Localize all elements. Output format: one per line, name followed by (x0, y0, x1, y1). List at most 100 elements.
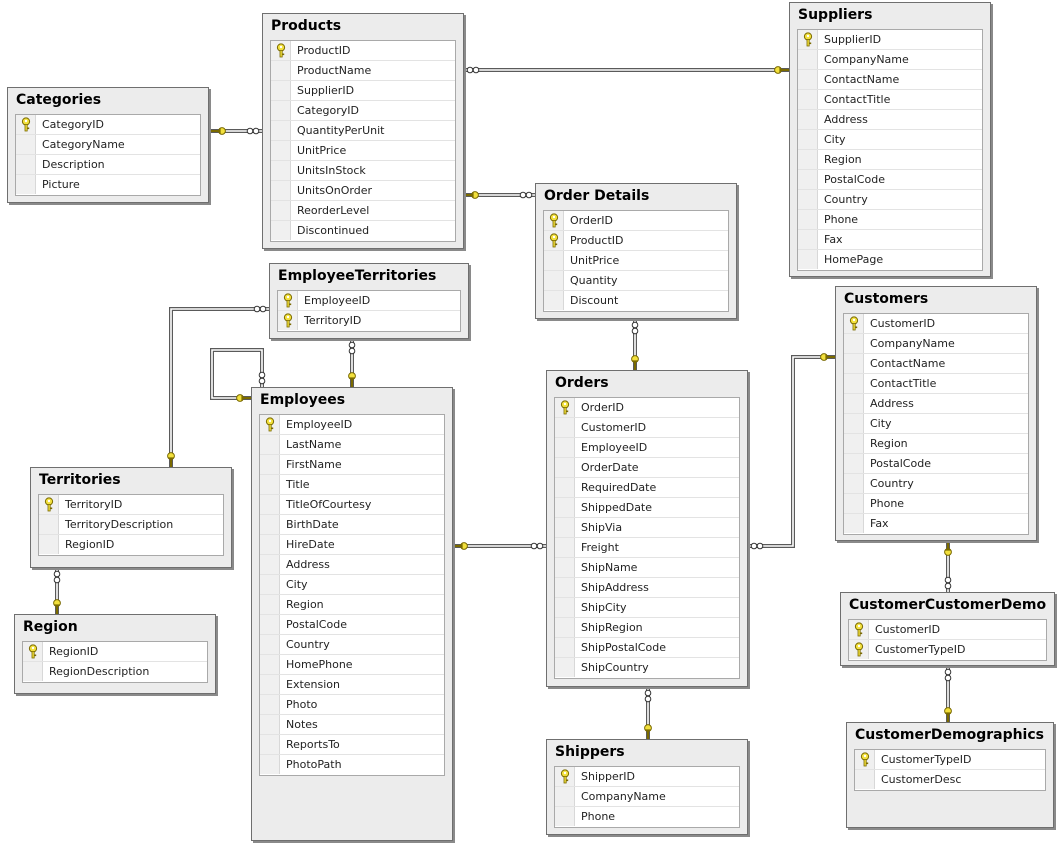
column-row[interactable]: Phone (798, 210, 982, 230)
column-row[interactable]: Freight (555, 538, 739, 558)
column-row[interactable]: TerritoryID (39, 495, 223, 515)
row-selector[interactable] (555, 478, 575, 497)
column-row[interactable]: Extension (260, 675, 444, 695)
row-selector[interactable] (844, 494, 864, 513)
column-row[interactable]: ContactTitle (844, 374, 1028, 394)
column-row[interactable]: SupplierID (798, 30, 982, 50)
column-row[interactable]: CompanyName (844, 334, 1028, 354)
row-selector[interactable] (555, 638, 575, 657)
row-selector[interactable] (278, 291, 298, 310)
column-row[interactable]: ReorderLevel (271, 201, 455, 221)
row-selector[interactable] (271, 141, 291, 160)
row-selector[interactable] (849, 620, 869, 639)
column-row[interactable]: CategoryID (16, 115, 200, 135)
row-selector[interactable] (555, 518, 575, 537)
column-row[interactable]: SupplierID (271, 81, 455, 101)
column-row[interactable]: Phone (844, 494, 1028, 514)
column-row[interactable]: Address (798, 110, 982, 130)
row-selector[interactable] (555, 618, 575, 637)
row-selector[interactable] (544, 231, 564, 250)
column-row[interactable]: ProductID (544, 231, 728, 251)
column-row[interactable]: OrderID (555, 398, 739, 418)
relationship-customers-to-customer-customer-demo[interactable] (944, 541, 952, 592)
column-row[interactable]: City (260, 575, 444, 595)
column-row[interactable]: CustomerTypeID (849, 640, 1046, 660)
column-row[interactable]: CustomerID (555, 418, 739, 438)
relationship-territories-to-employee-territories[interactable] (167, 305, 269, 467)
row-selector[interactable] (555, 767, 575, 786)
column-row[interactable]: ShipRegion (555, 618, 739, 638)
column-row[interactable]: CategoryName (16, 135, 200, 155)
column-row[interactable]: OrderDate (555, 458, 739, 478)
column-row[interactable]: Region (844, 434, 1028, 454)
row-selector[interactable] (271, 181, 291, 200)
row-selector[interactable] (798, 210, 818, 229)
column-row[interactable]: Country (260, 635, 444, 655)
column-row[interactable]: ShipPostalCode (555, 638, 739, 658)
column-row[interactable]: City (798, 130, 982, 150)
row-selector[interactable] (798, 50, 818, 69)
relationship-categories-to-products[interactable] (211, 127, 262, 135)
row-selector[interactable] (844, 314, 864, 333)
column-row[interactable]: PostalCode (798, 170, 982, 190)
row-selector[interactable] (39, 535, 59, 554)
column-row[interactable]: ProductID (271, 41, 455, 61)
column-row[interactable]: PostalCode (260, 615, 444, 635)
row-selector[interactable] (544, 271, 564, 290)
column-row[interactable]: EmployeeID (260, 415, 444, 435)
column-row[interactable]: UnitsInStock (271, 161, 455, 181)
column-row[interactable]: CompanyName (798, 50, 982, 70)
row-selector[interactable] (844, 434, 864, 453)
row-selector[interactable] (260, 615, 280, 634)
row-selector[interactable] (271, 201, 291, 220)
column-row[interactable]: Notes (260, 715, 444, 735)
row-selector[interactable] (260, 595, 280, 614)
row-selector[interactable] (844, 374, 864, 393)
column-row[interactable]: ShipVia (555, 518, 739, 538)
row-selector[interactable] (798, 190, 818, 209)
column-row[interactable]: HomePage (798, 250, 982, 270)
column-row[interactable]: PhotoPath (260, 755, 444, 775)
column-row[interactable]: ShipName (555, 558, 739, 578)
row-selector[interactable] (844, 354, 864, 373)
column-row[interactable]: EmployeeID (278, 291, 460, 311)
column-row[interactable]: Description (16, 155, 200, 175)
column-row[interactable]: PostalCode (844, 454, 1028, 474)
row-selector[interactable] (844, 394, 864, 413)
row-selector[interactable] (260, 675, 280, 694)
column-row[interactable]: ContactName (798, 70, 982, 90)
column-row[interactable]: LastName (260, 435, 444, 455)
row-selector[interactable] (23, 662, 43, 681)
row-selector[interactable] (855, 750, 875, 769)
row-selector[interactable] (260, 635, 280, 654)
row-selector[interactable] (260, 475, 280, 494)
row-selector[interactable] (844, 414, 864, 433)
row-selector[interactable] (555, 438, 575, 457)
row-selector[interactable] (260, 555, 280, 574)
row-selector[interactable] (23, 642, 43, 661)
relationship-employees-to-orders[interactable] (453, 542, 546, 550)
column-row[interactable]: Discontinued (271, 221, 455, 241)
row-selector[interactable] (260, 755, 280, 774)
row-selector[interactable] (798, 130, 818, 149)
row-selector[interactable] (271, 221, 291, 240)
column-row[interactable]: OrderID (544, 211, 728, 231)
row-selector[interactable] (798, 70, 818, 89)
row-selector[interactable] (16, 135, 36, 154)
relationship-suppliers-to-products[interactable] (464, 66, 789, 74)
row-selector[interactable] (260, 495, 280, 514)
relationship-orders-to-order-details[interactable] (631, 319, 639, 370)
row-selector[interactable] (39, 495, 59, 514)
column-row[interactable]: Country (844, 474, 1028, 494)
row-selector[interactable] (555, 398, 575, 417)
column-row[interactable]: RegionDescription (23, 662, 207, 682)
column-row[interactable]: FirstName (260, 455, 444, 475)
